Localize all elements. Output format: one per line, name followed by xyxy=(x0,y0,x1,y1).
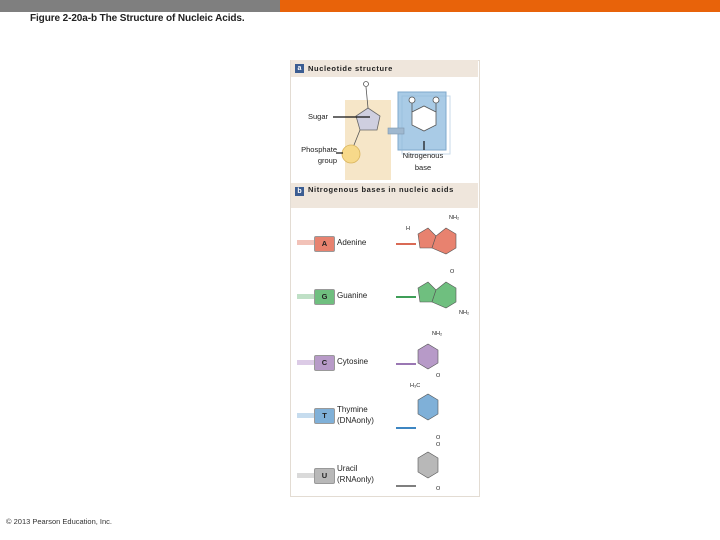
sugar-ring xyxy=(355,107,381,131)
thymine-o: O xyxy=(436,435,441,441)
cytosine-bar xyxy=(297,360,315,365)
phosphate-circle xyxy=(341,144,361,164)
guanine-letter-box: G xyxy=(314,289,335,305)
glycosidic-bond xyxy=(387,127,405,135)
cytosine-o: O xyxy=(436,373,441,379)
adenine-label: Adenine xyxy=(337,238,367,247)
panel-b-heading: Nitrogenous bases in nucleic acids xyxy=(308,185,454,194)
adenine-structure xyxy=(417,227,457,255)
guanine-label: Guanine xyxy=(337,291,368,300)
panel-a-header: a Nucleotide structure xyxy=(291,60,478,77)
panel-a-badge: a xyxy=(295,64,304,73)
uracil-structure xyxy=(417,451,439,479)
adenine-nh2: NH₂ xyxy=(449,215,460,221)
top-banner-gray xyxy=(0,0,280,12)
figure-title: Figure 2-20a-b The Structure of Nucleic … xyxy=(30,13,245,24)
thymine-bar xyxy=(297,413,315,418)
uracil-label: Uracil xyxy=(337,464,358,473)
adenine-letter-box: A xyxy=(314,236,335,252)
thymine-structure xyxy=(417,393,439,421)
sugar-label: Sugar xyxy=(308,112,329,121)
copyright-notice: © 2013 Pearson Education, Inc. xyxy=(6,517,113,526)
uracil-o-top: O xyxy=(436,442,441,448)
uracil-bar xyxy=(297,473,315,478)
base-label-line2: base xyxy=(414,163,432,172)
guanine-structure xyxy=(417,281,457,309)
thymine-label: Thymine xyxy=(337,405,368,414)
cytosine-letter-box: C xyxy=(314,355,335,371)
guanine-bar xyxy=(297,294,315,299)
adenine-h: H xyxy=(406,226,410,232)
panel-a-heading: Nucleotide structure xyxy=(308,64,393,73)
phosphate-label-line1: Phosphate xyxy=(301,145,337,154)
top-banner xyxy=(0,0,720,12)
uracil-o-bottom: O xyxy=(436,486,441,492)
cytosine-label: Cytosine xyxy=(337,357,369,366)
base-ring xyxy=(411,105,437,132)
top-banner-orange xyxy=(280,0,720,12)
phosphate-label-line2: group xyxy=(317,156,337,165)
uracil-note: (RNAonly) xyxy=(337,475,374,484)
adenine-bar xyxy=(297,240,315,245)
cytosine-nh2: NH₂ xyxy=(432,331,443,337)
thymine-note: (DNAonly) xyxy=(337,416,374,425)
cytosine-structure xyxy=(417,343,439,370)
panel-b-badge: b xyxy=(295,187,304,196)
panel-b-header: b Nitrogenous bases in nucleic acids xyxy=(291,183,478,208)
thymine-h3c: H₃C xyxy=(410,383,421,389)
thymine-letter-box: T xyxy=(314,408,335,424)
guanine-o: O xyxy=(450,269,455,275)
uracil-letter-box: U xyxy=(314,468,335,484)
guanine-nh2: NH₂ xyxy=(459,310,470,316)
base-label-line1: Nitrogenous xyxy=(402,151,444,160)
sugar-oxygen xyxy=(363,81,369,87)
